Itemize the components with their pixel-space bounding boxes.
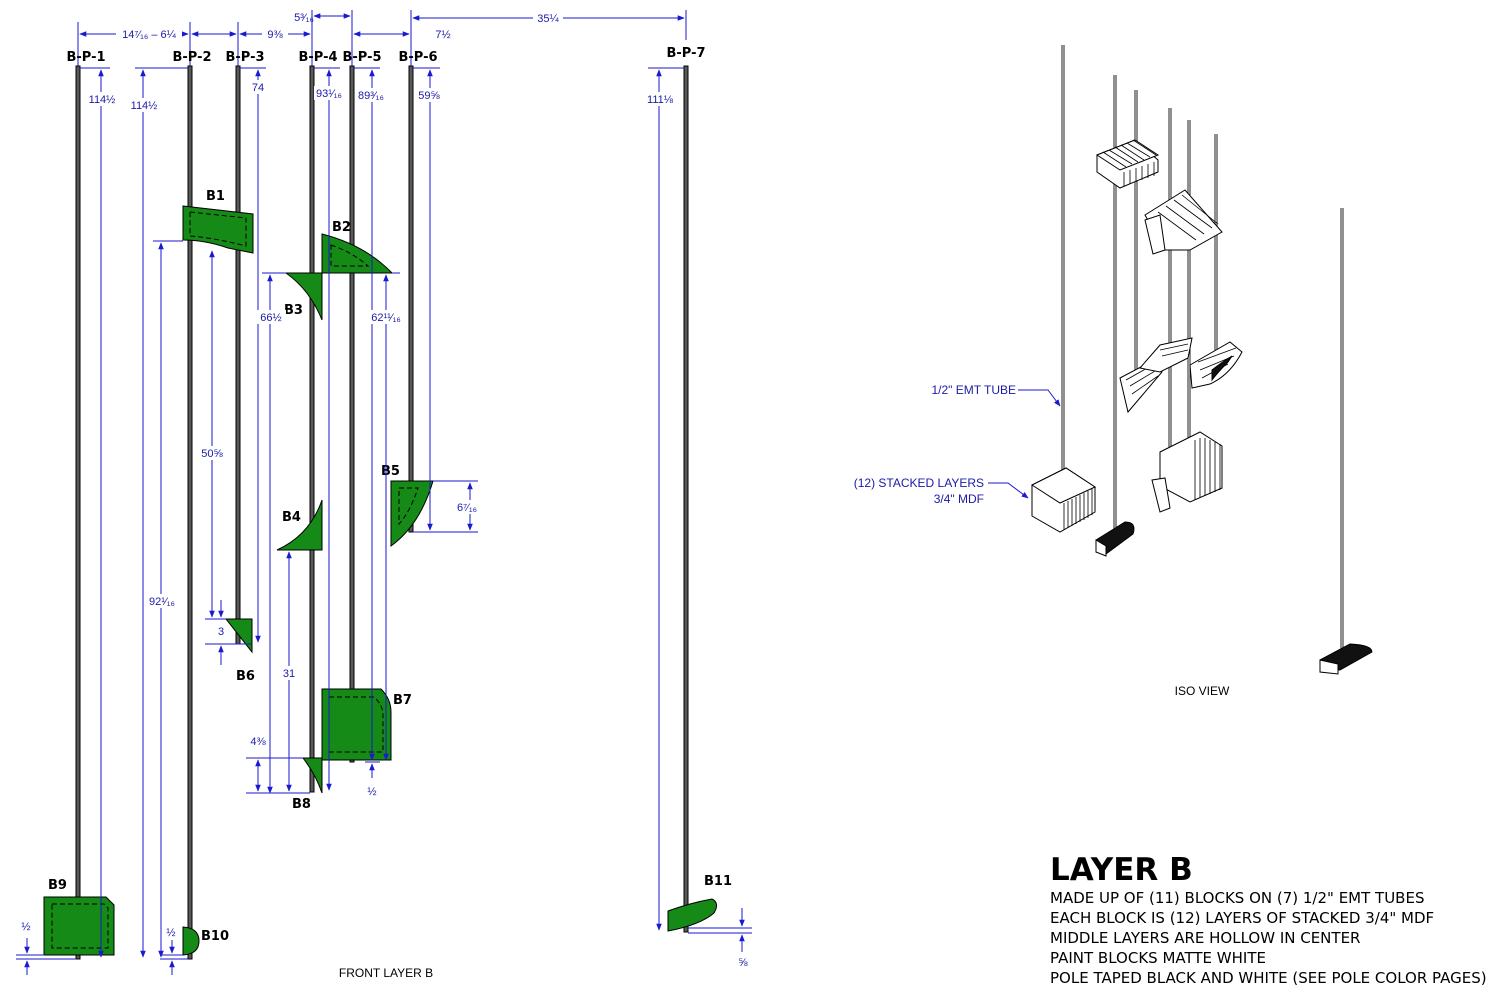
block-label-b11: B11	[704, 874, 732, 889]
dim-b1-height: 92¹⁄₁₆	[149, 596, 175, 608]
layer-title: LAYER B	[1050, 852, 1193, 888]
callout-mdf-text: 3/4" MDF	[934, 492, 984, 506]
block-b11: B11	[667, 874, 732, 932]
dim-b2-height: 62¹¹⁄₁₆	[371, 312, 401, 324]
iso-view: 1/2" EMT TUBE (12) STACKED LAYERS 3/4" M…	[854, 45, 1373, 698]
dim-b5-size: 6⁷⁄₁₆	[457, 502, 477, 514]
pole-b-p-3	[235, 65, 241, 645]
dim-p7-height: 111⅛	[647, 94, 674, 106]
callout-stacked-layers-text: (12) STACKED LAYERS	[854, 476, 984, 490]
height-dimensions: 114½ 114½ 74 93¹⁄₁₆ 89³⁄₁₆ 59⅝	[16, 67, 752, 975]
block-label-b9: B9	[48, 878, 67, 893]
iso-block-b9	[1030, 467, 1097, 533]
dim-b4-height: 31	[283, 668, 295, 680]
dim-p4-height: 93¹⁄₁₆	[316, 88, 342, 100]
iso-block-b1	[1095, 139, 1160, 189]
pole-label-p5: B-P-5	[342, 50, 381, 65]
block-b2: B2	[321, 220, 394, 274]
dim-spacing-p5-p6: 7½	[435, 29, 450, 41]
block-label-b3: B3	[284, 303, 303, 318]
spec-line-3: MIDDLE LAYERS ARE HOLLOW IN CENTER	[1050, 929, 1361, 947]
block-b4: B4	[276, 499, 323, 551]
dim-p5-height: 89³⁄₁₆	[358, 90, 384, 102]
block-b6: B6	[224, 618, 255, 684]
dim-b3-height: 66½	[260, 312, 281, 324]
block-b7: B7	[321, 688, 412, 761]
dim-spacing-p1-p2: 14⁷⁄₁₆ – 6¼	[122, 29, 177, 41]
spec-line-2: EACH BLOCK IS (12) LAYERS OF STACKED 3/4…	[1050, 909, 1435, 927]
block-label-b1: B1	[206, 189, 225, 204]
block-label-b5: B5	[381, 464, 400, 479]
pole-label-p3: B-P-3	[225, 50, 264, 65]
callout-emt-tube: 1/2" EMT TUBE	[931, 383, 1061, 407]
block-b8: B8	[292, 757, 323, 812]
dim-b7-offset: ½	[367, 786, 376, 798]
iso-block-b5	[1189, 341, 1243, 389]
pole-label-p2: B-P-2	[172, 50, 211, 65]
pole-b-p-7	[683, 65, 689, 933]
dim-p6-height: 59⅝	[418, 90, 440, 102]
dim-p2-height: 114½	[131, 100, 158, 112]
pole-b-p-2	[187, 65, 193, 960]
pole-b-p-1	[75, 65, 81, 960]
iso-block-b7	[1151, 431, 1223, 513]
pole-label-p6: B-P-6	[398, 50, 437, 65]
dim-spacing-p4-p5: 5³⁄₁₆	[294, 12, 314, 24]
block-label-b2: B2	[332, 220, 351, 235]
dim-p1-height: 114½	[89, 94, 116, 106]
callout-stacked-layers: (12) STACKED LAYERS 3/4" MDF	[854, 476, 1029, 506]
spec-line-1: MADE UP OF (11) BLOCKS ON (7) 1/2" EMT T…	[1050, 889, 1425, 907]
iso-block-b10	[1095, 521, 1135, 557]
dim-b1-to-b6: 50⅝	[201, 448, 223, 460]
pole-label-p1: B-P-1	[66, 50, 105, 65]
pole-label-p4: B-P-4	[298, 50, 337, 65]
block-b5: B5	[381, 464, 434, 547]
block-b3: B3	[284, 272, 323, 321]
block-label-b10: B10	[201, 929, 229, 944]
block-b10: B10	[182, 926, 229, 956]
dim-b6-gap: 3	[218, 626, 224, 638]
block-b1: B1	[182, 189, 254, 254]
dim-spacing-p3-p4: 9⅜	[267, 29, 283, 41]
block-label-b4: B4	[282, 510, 301, 525]
pole-b-p-5	[349, 65, 355, 763]
pole-b-p-4	[309, 65, 315, 793]
spacing-dimensions: 14⁷⁄₁₆ – 6¼ 9⅜ 5³⁄₁₆ 7½ 35¼	[77, 10, 687, 68]
iso-view-caption: ISO VIEW	[1175, 684, 1230, 698]
block-label-b7: B7	[393, 693, 412, 708]
block-label-b6: B6	[236, 669, 255, 684]
block-b9: B9	[43, 878, 115, 956]
pole-b-p-6	[408, 65, 414, 533]
title-block: LAYER B MADE UP OF (11) BLOCKS ON (7) 1/…	[1050, 852, 1490, 988]
pole-label-p7: B-P-7	[666, 46, 705, 61]
front-view-caption: FRONT LAYER B	[339, 966, 433, 980]
iso-block-b4	[1119, 337, 1193, 414]
callout-emt-tube-text: 1/2" EMT TUBE	[931, 383, 1016, 397]
dim-spacing-p6-p7: 35¼	[537, 13, 559, 25]
iso-tubes	[1061, 45, 1344, 650]
dim-b9-offset: ½	[21, 921, 30, 933]
iso-block-b11	[1319, 643, 1373, 675]
dim-b11-offset: ⅝	[738, 957, 748, 969]
spec-line-5: POLE TAPED BLACK AND WHITE (SEE POLE COL…	[1050, 969, 1487, 987]
dim-b8-height: 4⅜	[250, 736, 266, 748]
dim-b10-offset: ½	[166, 927, 175, 939]
front-view: 14⁷⁄₁₆ – 6¼ 9⅜ 5³⁄₁₆ 7½ 35¼ B-P-1 B-P-2 …	[16, 10, 752, 980]
block-label-b8: B8	[292, 797, 311, 812]
dim-p3-height: 74	[252, 82, 264, 94]
iso-block-b2	[1144, 189, 1223, 255]
spec-line-4: PAINT BLOCKS MATTE WHITE	[1050, 949, 1266, 967]
